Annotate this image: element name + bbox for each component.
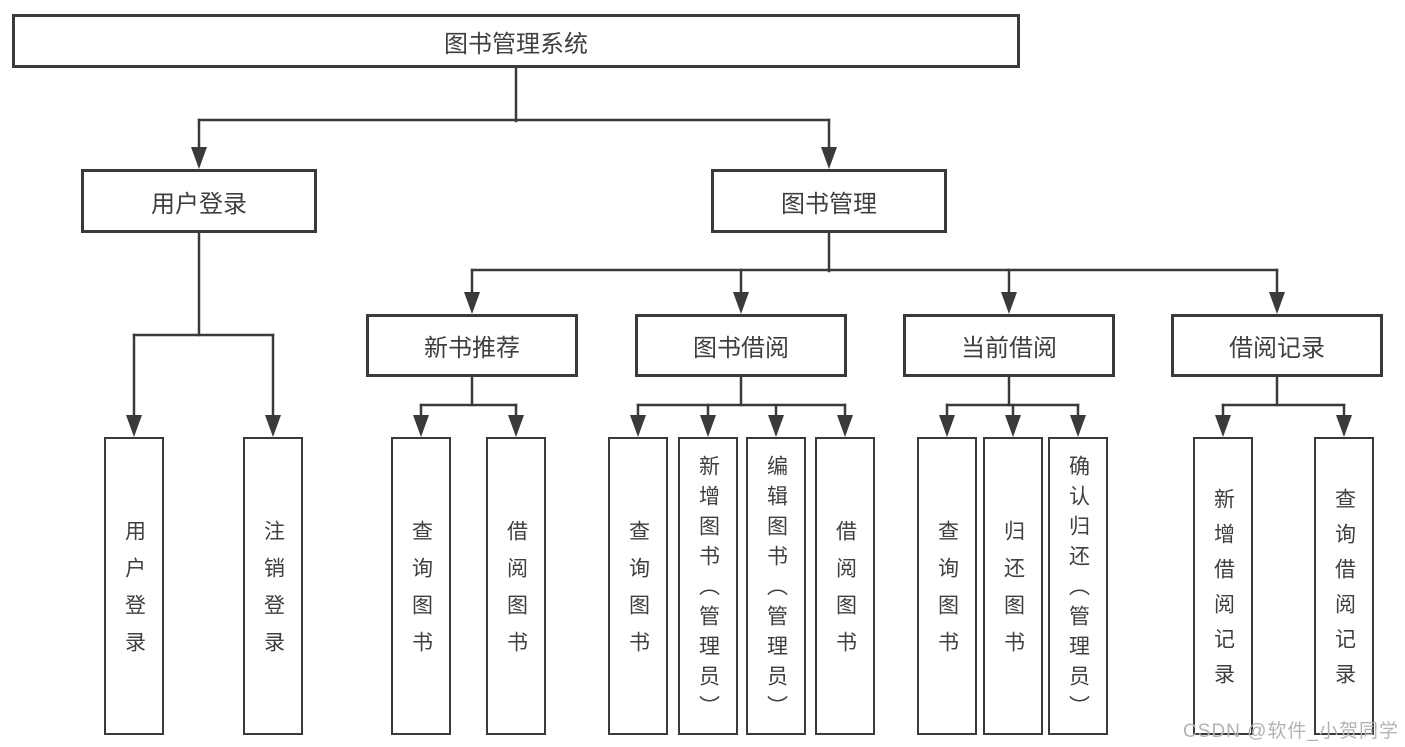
leaf-add-borrow-record: 新增借阅记录 [1193, 437, 1253, 735]
leaf-label: 查询图书 [626, 520, 650, 668]
leaf-logout-login: 注销登录 [243, 437, 303, 735]
connector-records-to-leaves [1215, 375, 1352, 437]
connector-newbooks-to-leaves [413, 375, 524, 437]
leaf-query-books-borrowing: 查询图书 [608, 437, 668, 735]
leaf-label: 借阅图书 [504, 520, 528, 668]
leaf-label: 用户登录 [122, 520, 146, 668]
connector-userlogin-to-leaves [126, 231, 281, 437]
leaf-label: 查询图书 [935, 520, 959, 668]
leaf-query-books-current: 查询图书 [917, 437, 977, 735]
connector-bookmgmt-to-level3 [464, 231, 1285, 314]
leaf-label: 新增借阅记录 [1211, 488, 1235, 698]
connector-borrowing-to-leaves [630, 375, 853, 437]
leaf-label: 查询图书 [409, 520, 433, 668]
leaf-label: 查询借阅记录 [1332, 488, 1356, 698]
leaf-label: 归还图书 [1001, 520, 1025, 668]
node-current-borrowing: 当前借阅 [903, 314, 1115, 377]
node-book-management: 图书管理 [711, 169, 947, 233]
leaf-edit-books-admin: 编辑图书（管理员） [746, 437, 806, 735]
node-borrowing-records: 借阅记录 [1171, 314, 1383, 377]
leaf-borrow-books-borrowing: 借阅图书 [815, 437, 875, 735]
leaf-add-books-admin: 新增图书（管理员） [678, 437, 738, 735]
leaf-user-login: 用户登录 [104, 437, 164, 735]
leaf-label: 确认归还（管理员） [1066, 455, 1090, 725]
node-user-login: 用户登录 [81, 169, 317, 233]
connector-root-to-level2 [191, 66, 837, 169]
leaf-query-borrow-record: 查询借阅记录 [1314, 437, 1374, 735]
node-book-borrowing: 图书借阅 [635, 314, 847, 377]
leaf-label: 编辑图书（管理员） [764, 455, 788, 725]
connector-current-to-leaves [939, 375, 1086, 437]
leaf-query-books-newbooks: 查询图书 [391, 437, 451, 735]
csdn-watermark: CSDN @软件_小贺同学 [1183, 721, 1399, 742]
node-library-management-system: 图书管理系统 [12, 14, 1020, 68]
leaf-label: 新增图书（管理员） [696, 455, 720, 725]
leaf-return-books: 归还图书 [983, 437, 1043, 735]
leaf-borrow-books-newbooks: 借阅图书 [486, 437, 546, 735]
leaf-label: 注销登录 [261, 520, 285, 668]
leaf-label: 借阅图书 [833, 520, 857, 668]
node-new-book-recommendation: 新书推荐 [366, 314, 578, 377]
leaf-confirm-return-admin: 确认归还（管理员） [1048, 437, 1108, 735]
